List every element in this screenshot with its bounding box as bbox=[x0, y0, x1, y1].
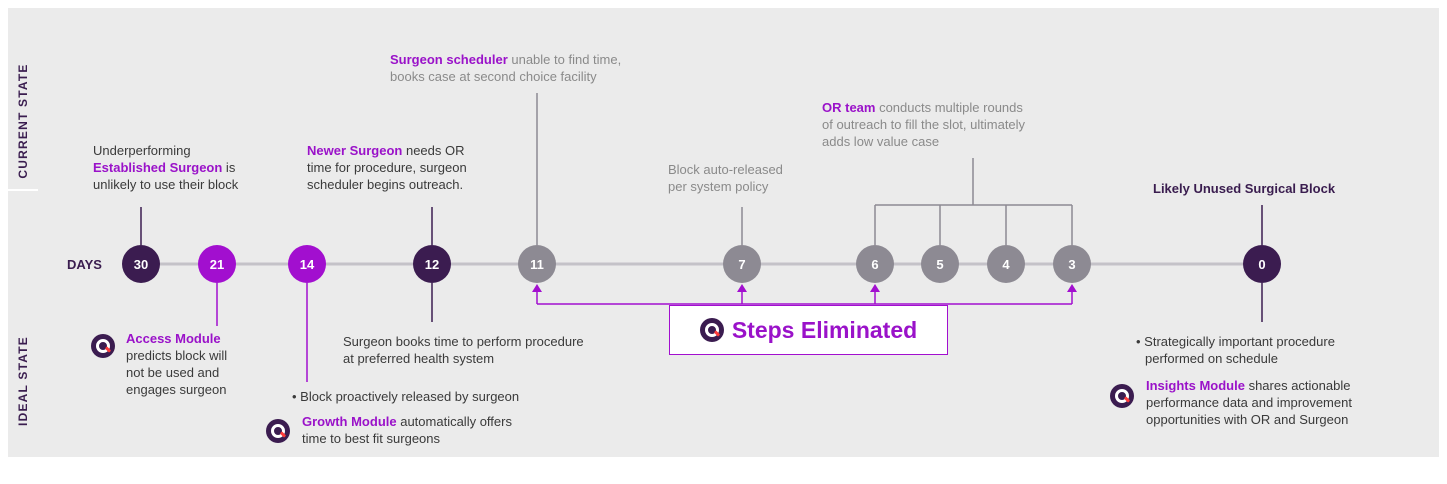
surgeon-scheduler-note: Surgeon scheduler unable to find time, b… bbox=[390, 52, 622, 84]
unused-block-note: Likely Unused Surgical Block bbox=[1153, 181, 1336, 196]
logo-icon bbox=[91, 334, 115, 358]
ideal-state-label: IDEAL STATE bbox=[16, 336, 30, 426]
day-node-0: 0 bbox=[1243, 245, 1281, 283]
day-node-4: 4 bbox=[987, 245, 1025, 283]
day-node-21: 21 bbox=[198, 245, 236, 283]
day-node-6: 6 bbox=[856, 245, 894, 283]
background-panel bbox=[8, 8, 1439, 457]
day-node-14: 14 bbox=[288, 245, 326, 283]
growth-module-note: Growth Module automatically offers time … bbox=[302, 414, 512, 446]
logo-icon bbox=[1110, 384, 1134, 408]
day-node-11: 11 bbox=[518, 245, 556, 283]
logo-icon bbox=[266, 419, 290, 443]
access-module-note: Access Module predicts block will not be… bbox=[126, 331, 228, 397]
logo-icon bbox=[699, 318, 724, 342]
insights-module-note: Insights Module shares actionable perfor… bbox=[1146, 378, 1352, 427]
or-team-note: OR team conducts multiple rounds of outr… bbox=[822, 100, 1026, 149]
day-node-30: 30 bbox=[122, 245, 160, 283]
current-state-label: CURRENT STATE bbox=[16, 63, 30, 179]
day-node-3: 3 bbox=[1053, 245, 1091, 283]
steps-eliminated-label: Steps Eliminated bbox=[731, 316, 918, 343]
surgeon-books-note: Surgeon books time to perform procedure … bbox=[343, 334, 584, 366]
block-released-note: • Block proactively released by surgeon bbox=[292, 389, 520, 404]
strategic-procedure-note: • Strategically important procedure perf… bbox=[1136, 334, 1335, 366]
day-node-12: 12 bbox=[413, 245, 451, 283]
auto-release-note: Block auto-released per system policy bbox=[668, 162, 783, 194]
days-label: DAYS bbox=[67, 257, 102, 272]
newer-surgeon-note: Newer Surgeon needs OR time for procedur… bbox=[307, 143, 467, 192]
established-surgeon-note: Underperforming Established Surgeon is u… bbox=[93, 143, 239, 192]
steps-eliminated-box: Steps Eliminated bbox=[669, 305, 948, 355]
day-node-5: 5 bbox=[921, 245, 959, 283]
day-node-7: 7 bbox=[723, 245, 761, 283]
